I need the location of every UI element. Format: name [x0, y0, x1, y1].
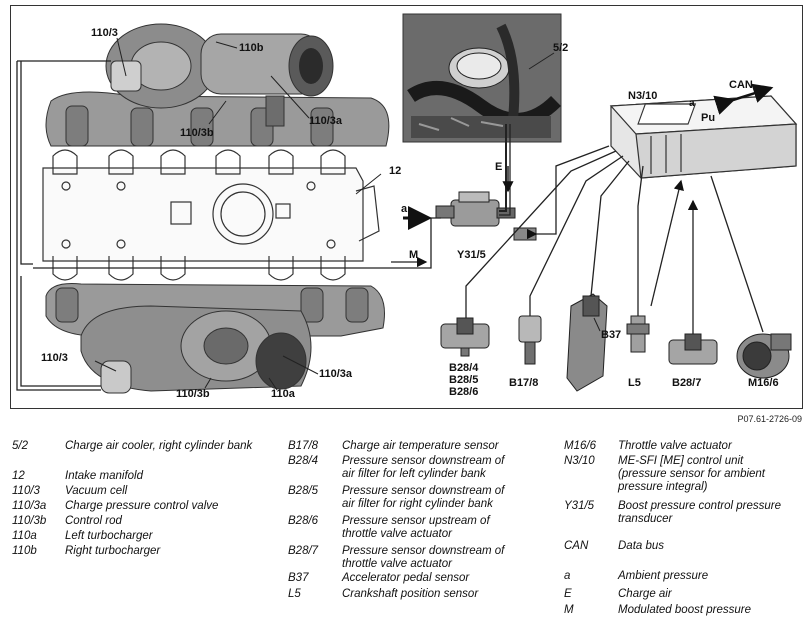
label-l5: L5: [628, 377, 641, 389]
legend-description: Modulated boost pressure: [618, 604, 751, 616]
left-turbocharger-drawing: [45, 283, 385, 394]
legend-code: M16/6: [564, 440, 596, 452]
label-b37: B37: [601, 329, 621, 341]
legend-description: Control rod: [65, 515, 122, 527]
legend-code: 12: [12, 470, 25, 482]
label-5-2: 5/2: [553, 42, 568, 54]
label-b28-7: B28/7: [672, 377, 701, 389]
legend-code: B28/6: [288, 515, 319, 527]
legend-description: Pressure sensor downstream of throttle v…: [342, 545, 505, 570]
diagram-frame: 110/3 110b 110/3b 110/3a 12 5/2 N3/10 CA…: [10, 5, 803, 409]
legend-description: Throttle valve actuator: [618, 440, 732, 452]
legend-code: B28/7: [288, 545, 319, 557]
legend-description: Intake manifold: [65, 470, 143, 482]
legend-code: L5: [288, 588, 301, 600]
connection-lines: [16, 60, 764, 391]
legend-code: B37: [288, 572, 309, 584]
label-m: M: [409, 249, 418, 261]
intake-manifold-drawing: [42, 149, 380, 281]
label-n3-10: N3/10: [628, 90, 657, 102]
legend-description: Charge air: [618, 588, 672, 600]
label-b28-4: B28/4: [449, 362, 479, 374]
label-m16-6: M16/6: [748, 377, 779, 389]
legend-description: Charge pressure control valve: [65, 500, 219, 512]
legend-code: 110/3: [12, 485, 40, 497]
label-110-3b-top: 110/3b: [180, 127, 214, 139]
legend-code: 110a: [12, 530, 37, 542]
label-110a: 110a: [271, 388, 296, 400]
label-110-3a-bottom: 110/3a: [319, 368, 353, 380]
can-bus-arrow: [713, 83, 774, 115]
legend-description: Left turbocharger: [65, 530, 153, 542]
legend-code: 110b: [12, 545, 37, 557]
label-b17-8: B17/8: [509, 377, 538, 389]
legend-code: N3/10: [564, 455, 595, 467]
legend-code: 5/2: [12, 440, 28, 452]
label-a-arrow: a: [401, 203, 408, 215]
legend-code: 110/3b: [12, 515, 47, 527]
control-unit-drawing: [609, 95, 798, 179]
label-can: CAN: [729, 79, 753, 91]
diagram-canvas: 110/3 110b 110/3b 110/3a 12 5/2 N3/10 CA…: [16, 13, 798, 400]
legend-code: CAN: [564, 540, 589, 552]
legend-description: Pressure sensor downstream of air filter…: [342, 455, 505, 480]
legend-code: B28/5: [288, 485, 319, 497]
legend-description: Vacuum cell: [65, 485, 128, 497]
legend-description: Charge air cooler, right cylinder bank: [65, 440, 253, 452]
legend-code: B28/4: [288, 455, 319, 467]
label-b28-5: B28/5: [449, 374, 478, 386]
legend-code: Y31/5: [564, 500, 595, 512]
label-110-3-bottom: 110/3: [41, 352, 68, 364]
legend-description: Right turbocharger: [65, 545, 161, 557]
figure-id: P07.61-2726-09: [737, 414, 802, 424]
label-a-box: a: [689, 98, 695, 109]
label-y31-5: Y31/5: [457, 249, 486, 261]
legend-description: Pressure sensor upstream of throttle val…: [342, 515, 490, 540]
legend-description: Charge air temperature sensor: [342, 440, 499, 452]
legend-code: 110/3a: [12, 500, 47, 512]
legend-code: a: [564, 570, 571, 582]
label-pu: Pu: [701, 112, 715, 124]
legend-description: ME-SFI [ME] control unit (pressure senso…: [618, 455, 766, 493]
legend-code: E: [564, 588, 572, 600]
label-b28-6: B28/6: [449, 386, 478, 398]
leader-lines: [94, 37, 601, 391]
legend-code: M: [564, 604, 574, 616]
right-turbocharger-drawing: [45, 23, 390, 147]
legend-description: Boost pressure control pressure transduc…: [618, 500, 781, 525]
charge-air-cooler-photo: [402, 13, 562, 143]
legend-code: B17/8: [288, 440, 319, 452]
label-110-3a-top: 110/3a: [309, 115, 343, 127]
label-e: E: [495, 161, 502, 173]
legend-description: Crankshaft position sensor: [342, 588, 479, 600]
label-110-3b-bottom: 110/3b: [176, 388, 210, 400]
label-12: 12: [389, 165, 401, 177]
sensor-drawings: [440, 293, 792, 392]
legend-description: Accelerator pedal sensor: [342, 572, 470, 584]
legend-description: Data bus: [618, 540, 665, 552]
label-110-3-top: 110/3: [91, 27, 118, 39]
pressure-transducer-drawing: [435, 191, 537, 241]
label-110b: 110b: [239, 42, 264, 54]
legend-description: Ambient pressure: [618, 570, 709, 582]
legend-description: Pressure sensor downstream of air filter…: [342, 485, 505, 510]
